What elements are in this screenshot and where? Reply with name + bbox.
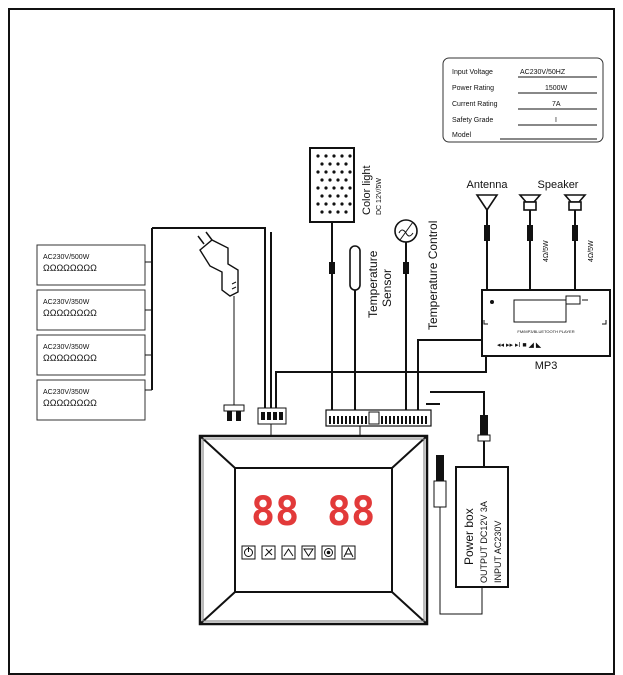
- ac-connector: [433, 455, 483, 615]
- svg-text:Model: Model: [452, 132, 472, 139]
- heater-coil: ΩΩΩΩΩΩΩΩ: [43, 353, 97, 363]
- svg-text:FM/MP3/BLUETOOTH PLAYER: FM/MP3/BLUETOOTH PLAYER: [517, 329, 574, 334]
- antenna: Antenna: [467, 179, 509, 290]
- svg-text:AC230V/500W: AC230V/500W: [43, 254, 90, 261]
- display-digits-left: 88: [251, 489, 299, 535]
- rating-row: Model: [452, 132, 597, 140]
- heater-coil: ΩΩΩΩΩΩΩΩ: [43, 398, 97, 408]
- svg-text:Color light: Color light: [361, 165, 373, 215]
- svg-text:Safety Grade: Safety Grade: [452, 117, 493, 124]
- control-panel: 88 88: [198, 434, 429, 626]
- temperature-sensor: Temperature Sensor: [349, 245, 394, 410]
- svg-text:AC230V/50HZ: AC230V/50HZ: [520, 69, 566, 76]
- svg-text:AC230V/350W: AC230V/350W: [43, 344, 90, 351]
- svg-text:INPUT AC230V: INPUT AC230V: [493, 521, 503, 583]
- mp3-controls: ◂◂ ▸▸ ▸I ■ ◢ ◣: [497, 342, 542, 349]
- svg-text:Current Rating: Current Rating: [452, 101, 498, 108]
- display-digits-right: 88: [327, 489, 375, 535]
- main-terminal-strip: [325, 403, 440, 427]
- heater-coil: ΩΩΩΩΩΩΩΩ: [43, 308, 97, 318]
- svg-text:DC 12V/5W: DC 12V/5W: [376, 178, 383, 215]
- rating-row: Power Rating 1500W: [452, 85, 597, 94]
- speaker: 4Ω/5W: [563, 194, 595, 290]
- dc-connector: [430, 391, 491, 467]
- speaker: 4Ω/5W: [518, 194, 550, 290]
- heater-block: AC230V/350W ΩΩΩΩΩΩΩΩ: [36, 379, 146, 421]
- rating-row: Current Rating 7A: [452, 101, 597, 110]
- svg-text:AC230V/350W: AC230V/350W: [43, 389, 90, 396]
- heater-block: AC230V/350W ΩΩΩΩΩΩΩΩ: [36, 334, 146, 376]
- heater-block: AC230V/350W ΩΩΩΩΩΩΩΩ: [36, 289, 146, 331]
- terminal-block: [257, 232, 287, 425]
- power-plug: [197, 231, 245, 421]
- power-box: Power box OUTPUT DC12V 3A INPUT AC230V: [430, 391, 509, 615]
- heater-block: AC230V/500W ΩΩΩΩΩΩΩΩ: [36, 244, 146, 286]
- svg-text:OUTPUT DC12V 3A: OUTPUT DC12V 3A: [479, 501, 489, 583]
- svg-text:4Ω/5W: 4Ω/5W: [543, 240, 550, 262]
- down-icon[interactable]: [301, 545, 316, 560]
- temperature-control: Temperature Control: [394, 219, 440, 410]
- rating-row: Input Voltage AC230V/50HZ: [452, 69, 597, 78]
- svg-text:1500W: 1500W: [545, 85, 568, 92]
- up-icon[interactable]: [281, 545, 296, 560]
- heater-coil: ΩΩΩΩΩΩΩΩ: [43, 263, 97, 273]
- power-icon[interactable]: [241, 545, 256, 560]
- heater-group: AC230V/500W ΩΩΩΩΩΩΩΩ AC230V/350W ΩΩΩΩΩΩΩ…: [36, 227, 266, 421]
- rating-row: Safety Grade I: [452, 117, 597, 126]
- svg-text:4Ω/5W: 4Ω/5W: [588, 240, 595, 262]
- diagram-frame: [8, 8, 615, 675]
- mp3-module: FM/MP3/BLUETOOTH PLAYER ◂◂ ▸▸ ▸I ■ ◢ ◣ M…: [481, 289, 611, 372]
- svg-text:Input Voltage: Input Voltage: [452, 69, 493, 76]
- light-icon[interactable]: [261, 545, 276, 560]
- fan-icon[interactable]: [341, 545, 356, 560]
- color-light: Color light DC 12V/5W: [309, 147, 383, 410]
- svg-text:Power box: Power box: [462, 508, 476, 565]
- svg-text:MP3: MP3: [535, 360, 558, 372]
- svg-text:AC230V/350W: AC230V/350W: [43, 299, 90, 306]
- svg-text:Power Rating: Power Rating: [452, 85, 494, 92]
- svg-text:Speaker: Speaker: [538, 179, 579, 191]
- rating-plate: Input Voltage AC230V/50HZ Power Rating 1…: [442, 57, 604, 143]
- plug-connector: [223, 404, 245, 421]
- svg-text:Temperature: Temperature: [366, 250, 380, 318]
- svg-text:Sensor: Sensor: [380, 269, 394, 307]
- svg-text:Antenna: Antenna: [467, 179, 509, 191]
- music-icon[interactable]: [321, 545, 336, 560]
- svg-text:7A: 7A: [552, 101, 561, 108]
- svg-text:I: I: [555, 117, 557, 124]
- svg-text:Temperature Control: Temperature Control: [426, 221, 440, 330]
